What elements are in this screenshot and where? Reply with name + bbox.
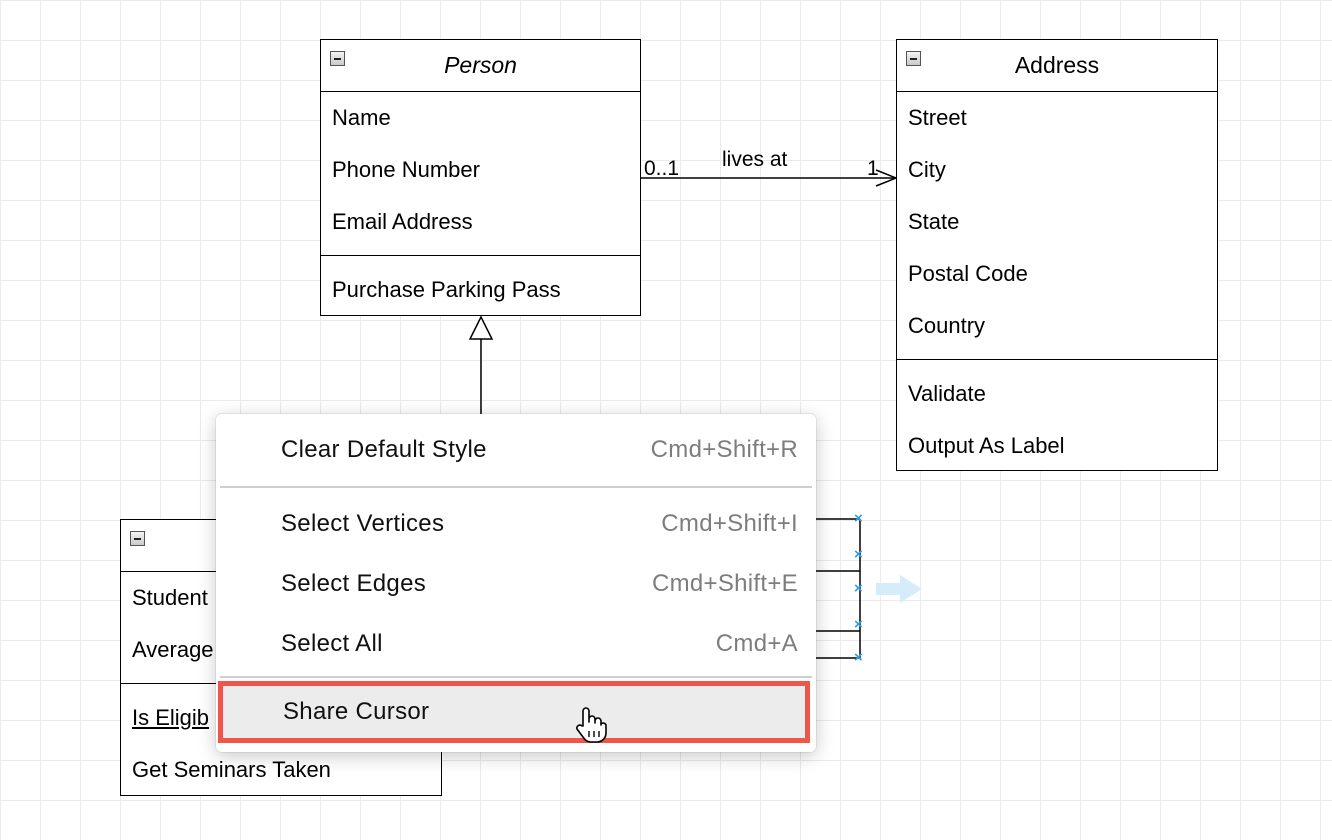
context-menu: Clear Default Style Cmd+Shift+R Select V… (216, 414, 816, 752)
selection-handle-icon[interactable]: × (854, 510, 863, 527)
collapse-icon[interactable] (130, 531, 145, 546)
person-header[interactable]: Person (321, 40, 640, 92)
selection-handle-icon[interactable]: × (854, 649, 863, 666)
menu-item-shortcut: Cmd+Shift+E (651, 570, 798, 597)
menu-item-select-all[interactable]: Select All Cmd+A (216, 614, 816, 674)
operations-section: Is Eligib Get Seminars Taken (121, 684, 441, 796)
menu-item-label: Select Edges (281, 570, 427, 597)
attribute-row[interactable]: Postal Code (908, 261, 1028, 286)
menu-item-select-vertices[interactable]: Select Vertices Cmd+Shift+I (216, 494, 816, 554)
menu-separator (220, 486, 812, 488)
operation-row[interactable]: Validate (908, 381, 986, 406)
generalization-arrowhead (468, 315, 494, 340)
attribute-row[interactable]: Name (332, 105, 391, 130)
menu-item-label: Clear Default Style (281, 436, 487, 463)
attribute-row[interactable]: Phone Number (332, 157, 480, 182)
attribute-row[interactable]: Country (908, 313, 986, 338)
menu-item-clear-default-style[interactable]: Clear Default Style Cmd+Shift+R (216, 420, 816, 480)
association-label[interactable]: lives at (722, 148, 788, 171)
menu-item-select-edges[interactable]: Select Edges Cmd+Shift+E (216, 554, 816, 614)
attributes-section: Street City State Postal Code Country (897, 92, 1217, 360)
attributes-section: Student Average (121, 572, 441, 684)
operation-row[interactable]: Is Eligib (132, 705, 210, 730)
menu-item-shortcut: Cmd+Shift+I (661, 510, 798, 537)
menu-item-label: Select Vertices (281, 510, 445, 537)
selection-handle-icon[interactable]: × (854, 616, 863, 633)
attribute-row[interactable]: Street (908, 105, 967, 130)
attribute-row[interactable]: Student (132, 585, 208, 610)
address-header[interactable]: Address (897, 40, 1217, 92)
selection-handle-icon[interactable]: × (854, 546, 863, 563)
attributes-section: Name Phone Number Email Address (321, 92, 640, 256)
menu-item-shortcut: Cmd+A (715, 630, 798, 657)
menu-item-label: Share Cursor (283, 698, 430, 725)
operation-row[interactable]: Get Seminars Taken (132, 757, 331, 782)
attribute-row[interactable]: State (908, 209, 960, 234)
operations-section: Purchase Parking Pass (321, 256, 640, 316)
hand-pointer-icon (576, 707, 607, 743)
class-title: Address (1014, 52, 1100, 78)
collapse-icon[interactable] (906, 51, 921, 66)
menu-item-shortcut: Cmd+Shift+R (650, 436, 798, 463)
person-class[interactable]: Person Name Phone Number Email Address P… (320, 39, 641, 316)
operations-section: Validate Output As Label (897, 360, 1217, 472)
source-multiplicity-label[interactable]: 0..1 (644, 157, 680, 180)
target-multiplicity-label[interactable]: 1 (867, 157, 879, 180)
selection-handle-icon[interactable]: × (854, 580, 863, 597)
collapse-icon[interactable] (330, 51, 345, 66)
operation-row[interactable]: Output As Label (908, 433, 1065, 458)
address-class[interactable]: Address Street City State Postal Code Co… (896, 39, 1218, 471)
menu-item-share-cursor[interactable]: Share Cursor (218, 681, 810, 743)
menu-item-label: Select All (281, 630, 383, 657)
attribute-row[interactable]: Email Address (332, 209, 473, 234)
operation-row[interactable]: Purchase Parking Pass (332, 277, 561, 302)
attribute-row[interactable]: Average (132, 637, 214, 662)
class-title: Person (444, 52, 517, 78)
connection-arrow-icon (876, 575, 922, 603)
attribute-row[interactable]: City (908, 157, 946, 182)
menu-separator (220, 676, 812, 678)
